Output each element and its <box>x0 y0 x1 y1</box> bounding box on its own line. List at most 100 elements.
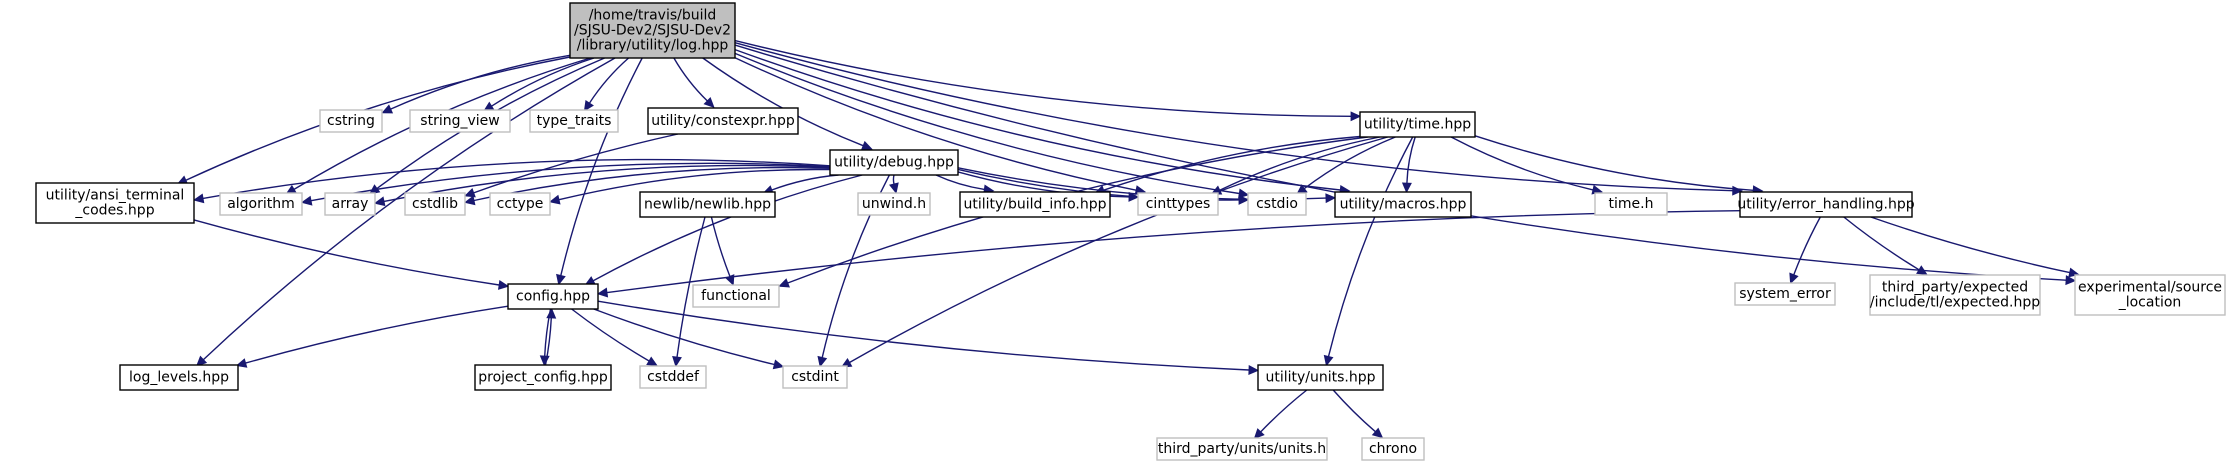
node-label: /library/utility/log.hpp <box>577 38 729 54</box>
edge-log-to-time <box>734 39 1352 117</box>
node-debug[interactable]: utility/debug.hpp <box>829 149 959 176</box>
node-box <box>1869 274 2041 316</box>
node-cctype: cctype <box>489 192 551 216</box>
arrowhead-log-to-type_traits <box>583 100 594 112</box>
node-label: utility/build_info.hpp <box>963 197 1106 213</box>
node-box <box>829 149 959 176</box>
arrowhead-config-to-cstdint <box>772 359 785 370</box>
node-label: experimental/source <box>2078 280 2222 296</box>
node-cstring: cstring <box>319 109 383 133</box>
node-box <box>35 182 195 224</box>
arrowhead-debug-to-macros <box>1325 193 1337 204</box>
edges-layer <box>176 39 2080 440</box>
edge-error_handling-to-system_error <box>1793 216 1821 276</box>
node-units[interactable]: utility/units.hpp <box>1257 364 1384 391</box>
arrowhead-log-to-constexpr <box>703 96 715 109</box>
edge-time-to-error_handling <box>1474 135 1754 191</box>
node-box <box>1739 191 1913 218</box>
node-error-handling[interactable]: utility/error_handling.hpp <box>1737 191 1915 218</box>
node-box <box>857 192 931 216</box>
node-project-config[interactable]: project_config.hpp <box>474 364 612 391</box>
node-label: cctype <box>497 196 544 212</box>
node-type-traits: type_traits <box>529 109 619 133</box>
edge-log-to-cstdio <box>734 52 1240 195</box>
nodes-layer: /home/travis/build/SJSU-Dev2/SJSU-Dev2/l… <box>35 2 2226 461</box>
edge-debug-to-cstdlib <box>473 166 831 202</box>
node-time-h: time.h <box>1594 192 1668 216</box>
edge-error_handling-to-config <box>606 210 1741 294</box>
arrowhead-debug-to-algorithm <box>300 195 313 206</box>
node-box <box>959 191 1111 218</box>
node-newlib[interactable]: newlib/newlib.hpp <box>639 191 776 218</box>
edge-error_handling-to-expected <box>1843 216 1920 271</box>
arrowhead-debug-to-cstdio <box>1238 194 1250 205</box>
arrowhead-units-to-chrono <box>1371 427 1384 439</box>
node-label: type_traits <box>537 113 612 129</box>
node-macros[interactable]: utility/macros.hpp <box>1334 191 1472 218</box>
node-box <box>569 2 736 59</box>
arrowhead-time-to-macros <box>1401 182 1412 194</box>
node-label: config.hpp <box>516 289 590 305</box>
node-box <box>324 192 376 216</box>
arrowhead-units-to-units_h <box>1253 428 1265 440</box>
node-label: project_config.hpp <box>478 370 608 386</box>
node-box <box>2074 274 2226 316</box>
node-box <box>782 365 848 389</box>
node-box <box>1137 192 1219 216</box>
node-string-view: string_view <box>409 109 511 133</box>
node-label: utility/time.hpp <box>1364 117 1471 133</box>
node-box <box>529 109 619 133</box>
node-label: utility/debug.hpp <box>834 155 954 171</box>
node-system-error: system_error <box>1734 282 1836 306</box>
arrowhead-error_handling-to-config <box>596 287 609 298</box>
arrowhead-project_config-to-config <box>546 307 557 319</box>
edge-log-to-cstring <box>390 54 571 110</box>
node-functional: functional <box>692 284 780 308</box>
edge-debug-to-ansi <box>202 158 831 200</box>
edge-log-to-log_levels <box>202 57 616 361</box>
edge-project_config-to-config <box>544 317 552 366</box>
node-ansi[interactable]: utility/ansi_terminal_codes.hpp <box>35 182 195 224</box>
node-label: array <box>332 196 369 212</box>
arrowhead-config-to-log_levels <box>235 358 248 368</box>
arrowhead-config-to-units <box>1248 364 1260 375</box>
node-log[interactable]: /home/travis/build/SJSU-Dev2/SJSU-Dev2/l… <box>569 2 736 59</box>
node-label: utility/constexpr.hpp <box>651 113 795 129</box>
node-label: functional <box>701 288 771 304</box>
arrowhead-constexpr-to-cstdlib <box>464 187 476 198</box>
arrowhead-config-to-project_config <box>539 355 550 367</box>
node-log-levels[interactable]: log_levels.hpp <box>119 364 239 391</box>
node-config[interactable]: config.hpp <box>507 283 599 310</box>
node-label: chrono <box>1369 441 1417 457</box>
arrowhead-ansi-to-config <box>497 280 510 290</box>
edge-error_handling-to-source_location <box>1870 216 2070 274</box>
arrowhead-debug-to-cstdlib <box>464 195 476 206</box>
node-label: utility/macros.hpp <box>1340 197 1467 213</box>
edge-debug-to-array <box>383 164 831 203</box>
node-cstdio: cstdio <box>1247 192 1307 216</box>
arrowhead-log-to-config <box>556 273 566 286</box>
node-constexpr[interactable]: utility/constexpr.hpp <box>647 107 799 135</box>
node-label: third_party/units/units.h <box>1158 441 1326 457</box>
edge-log-to-cinttypes <box>734 57 1137 191</box>
node-box <box>219 192 303 216</box>
edge-config-to-cstdint <box>593 308 775 366</box>
edge-debug-to-newlib <box>771 174 839 191</box>
node-box <box>647 107 799 135</box>
node-box <box>404 192 466 216</box>
edge-time-to-cstdint <box>849 136 1388 364</box>
edge-time-to-cstdio <box>1303 136 1396 190</box>
node-box <box>507 283 599 310</box>
arrowhead-debug-to-cctype <box>549 194 561 205</box>
node-time[interactable]: utility/time.hpp <box>1359 111 1476 138</box>
node-label: cstdint <box>791 369 839 385</box>
node-label: /SJSU-Dev2/SJSU-Dev2 <box>574 23 731 39</box>
node-label: utility/ansi_terminal <box>46 188 185 204</box>
edge-log-to-string_view <box>491 57 595 107</box>
node-box <box>1257 364 1384 391</box>
arrowhead-debug-to-cstdint <box>817 355 828 368</box>
node-label: third_party/expected <box>1882 280 2028 296</box>
node-build-info[interactable]: utility/build_info.hpp <box>959 191 1111 218</box>
arrowhead-time-to-units <box>1323 354 1334 367</box>
node-box <box>639 365 707 389</box>
